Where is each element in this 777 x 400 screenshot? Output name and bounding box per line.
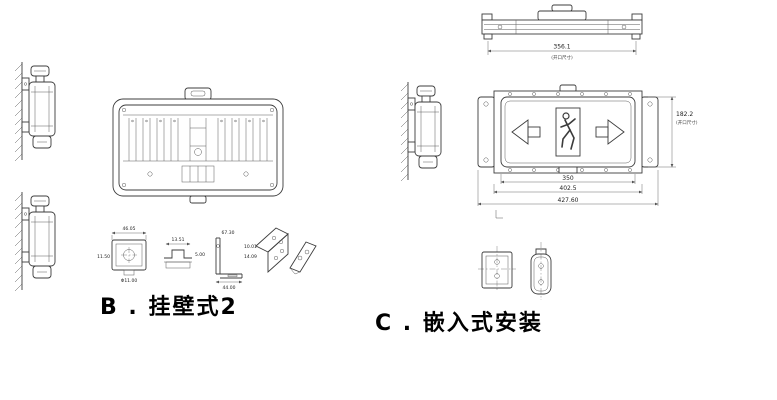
wall-side-view-c: [400, 81, 442, 182]
dimension-mid-width: 402.5: [493, 184, 643, 194]
dim-angle-height: 67.30: [222, 230, 235, 236]
right-arrow-icon: [595, 119, 625, 145]
mounting-ear-left: [477, 96, 496, 168]
dimension-overall-width: 427.60: [477, 170, 659, 206]
dim-angle-width: 44.00: [223, 285, 236, 291]
detail-c-bracket-side: [530, 242, 552, 300]
section-b: 46.05 11.50 Φ11.00 13.51 5.00 67.30: [14, 61, 317, 320]
dim-plate-width: 46.05: [123, 226, 136, 232]
front-view-c: [477, 84, 659, 174]
dim-hole-dia: Φ11.00: [121, 278, 138, 284]
dim-opening-width-value: 356.1: [553, 44, 570, 51]
mounting-tab-bottom: [189, 195, 207, 204]
dim-opening-width-note: (开口尺寸): [551, 54, 573, 61]
running-man-icon: [555, 107, 581, 157]
detail-b-bracket-iso: [255, 227, 289, 274]
dimension-opening-height: 182.2 (开口尺寸): [648, 96, 698, 168]
dim-angle-d1: 10.01: [244, 244, 257, 250]
caption-c: C . 嵌入式安装: [375, 310, 543, 336]
detail-c-bracket-front: [478, 246, 516, 292]
dim-opening-height-note: (开口尺寸): [676, 119, 698, 126]
section-c: 356.1 (开口尺寸): [375, 4, 698, 336]
detail-b-angle: 67.30 10.01 14.09 44.00: [215, 230, 257, 291]
detail-b-plate: 46.05 11.50 Φ11.00: [97, 226, 147, 284]
dim-angle-d2: 14.09: [244, 254, 257, 260]
detail-b-bracket-plate: [289, 241, 317, 275]
dim-clip-width: 13.51: [172, 237, 185, 243]
battery-slots-left: [128, 118, 179, 161]
front-view-b: [112, 87, 284, 204]
center-column: [189, 118, 207, 161]
dimension-inner-width: 350: [500, 174, 636, 184]
dim-inner-width-value: 350: [562, 175, 574, 182]
wall-side-view-bottom: [14, 191, 56, 292]
wall-side-view-top: [14, 61, 56, 162]
dim-overall-width-value: 427.60: [558, 197, 579, 204]
mounting-tab-top: [184, 87, 212, 101]
dim-clip-depth: 5.00: [195, 252, 205, 258]
dim-mid-width-value: 402.5: [559, 185, 576, 192]
mounting-ear-right: [640, 96, 659, 168]
terminal-block: [147, 165, 249, 183]
corner-mark: [495, 210, 503, 219]
dim-plate-side: 11.50: [97, 254, 110, 260]
dim-opening-height-value: 182.2: [676, 111, 693, 118]
left-arrow-icon: [511, 119, 541, 145]
top-view-c: [481, 4, 643, 40]
battery-slots-right: [217, 118, 268, 161]
caption-b: B . 挂壁式2: [100, 294, 238, 320]
dimension-opening-width: 356.1 (开口尺寸): [487, 41, 637, 61]
detail-b-clip: 13.51 5.00: [164, 237, 205, 269]
